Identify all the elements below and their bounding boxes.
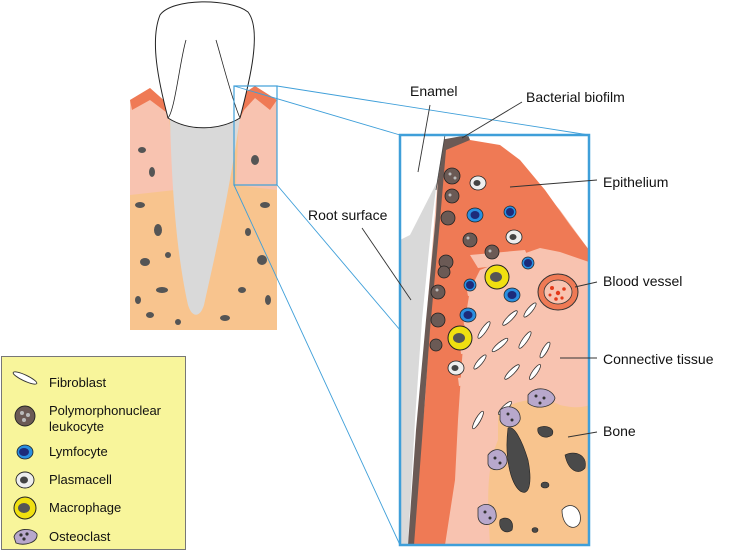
legend-label: Macrophage bbox=[49, 500, 122, 515]
zoom-enamel bbox=[400, 135, 445, 240]
label-enamel: Enamel bbox=[410, 83, 458, 99]
zoom-fibroblast-cells bbox=[472, 302, 551, 430]
lymphocyte-icon bbox=[16, 444, 34, 460]
overview-gingiva-right bbox=[236, 86, 277, 190]
overview-crown bbox=[154, 1, 255, 129]
zoom-osteoclast-cells bbox=[477, 388, 556, 525]
label-connective-tissue: Connective tissue bbox=[603, 351, 714, 367]
osteoclast-icon bbox=[13, 529, 38, 545]
label-blood-vessel: Blood vessel bbox=[603, 273, 683, 289]
zoom-lymphocyte-cells bbox=[459, 205, 535, 323]
legend-label: Polymorphonuclear bbox=[49, 403, 162, 418]
fibroblast-icon bbox=[12, 371, 38, 385]
overview-zoom-box bbox=[233, 85, 278, 186]
legend-label: Plasmacell bbox=[49, 472, 112, 487]
legend-label: Osteoclast bbox=[49, 529, 111, 544]
zoom-connector-lines bbox=[233, 85, 590, 546]
legend-item-fibroblast: Fibroblast bbox=[2, 365, 185, 393]
legend-item-macrophage: Macrophage bbox=[2, 495, 185, 523]
zoom-frame bbox=[398, 133, 591, 547]
zoom-root-surface bbox=[400, 135, 442, 545]
zoom-biofilm bbox=[408, 135, 470, 545]
zoom-bone-lacuna bbox=[561, 505, 581, 528]
legend-label: Lymfocyte bbox=[49, 444, 108, 459]
zoom-epithelium bbox=[412, 140, 589, 545]
overview-root bbox=[170, 118, 240, 315]
legend-item-osteoclast: Osteoclast bbox=[2, 523, 185, 549]
legend-item-pmn: Polymorphonuclear leukocyte bbox=[2, 399, 185, 439]
legend-item-plasmacell: Plasmacell bbox=[2, 467, 185, 493]
overview-gingiva-left bbox=[130, 88, 175, 195]
label-epithelium: Epithelium bbox=[603, 174, 669, 190]
macrophage-icon bbox=[13, 496, 37, 520]
legend-item-lymphocyte: Lymfocyte bbox=[2, 441, 185, 467]
legend: Fibroblast Polymorphonuclear leukocyte L… bbox=[1, 356, 186, 550]
pmn-icon bbox=[14, 405, 36, 427]
zoom-plasma-cells bbox=[447, 175, 523, 376]
plasmacell-icon bbox=[15, 471, 35, 489]
label-leader-lines bbox=[361, 101, 598, 438]
blood-vessel bbox=[537, 273, 579, 311]
label-bone: Bone bbox=[603, 423, 636, 439]
label-root-surface: Root surface bbox=[308, 207, 388, 223]
zoom-panel bbox=[398, 133, 591, 547]
legend-label: Fibroblast bbox=[49, 375, 107, 390]
tooth-overview bbox=[130, 1, 278, 330]
label-bacterial-biofilm: Bacterial biofilm bbox=[526, 89, 625, 105]
zoom-bone-cavities bbox=[499, 426, 586, 533]
legend-label-line2: leukocyte bbox=[49, 419, 104, 434]
zoom-pmn-cells bbox=[429, 167, 500, 352]
zoom-macrophage-cells bbox=[447, 264, 510, 351]
